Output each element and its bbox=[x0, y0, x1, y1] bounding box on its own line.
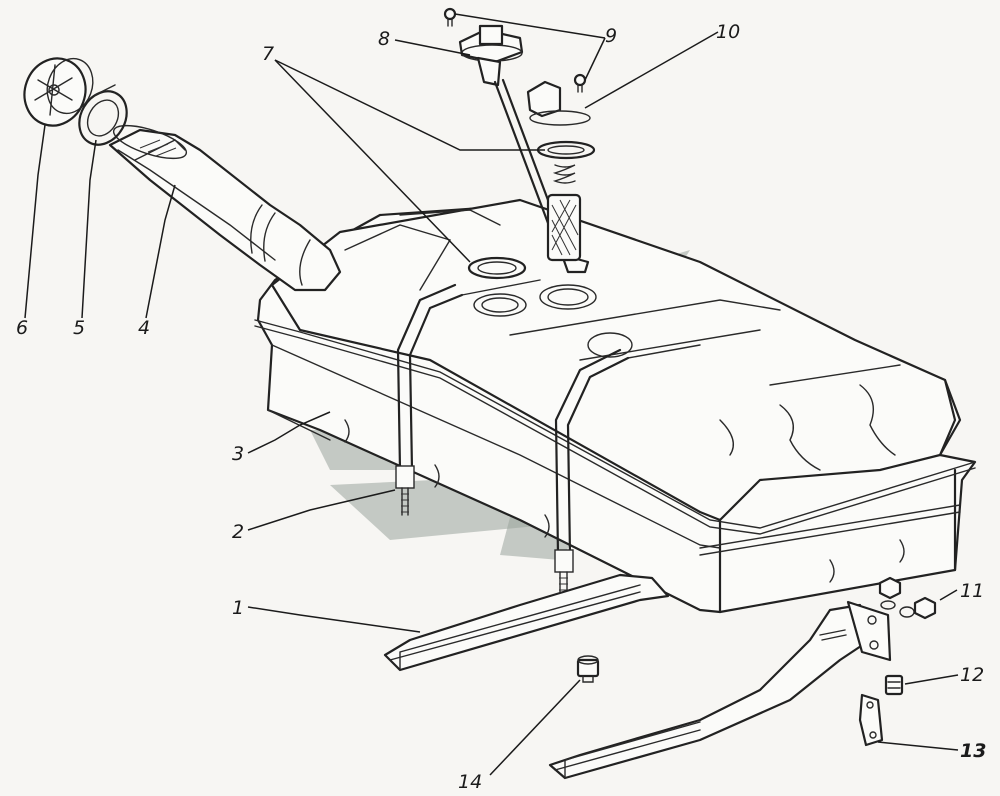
tank-strap bbox=[395, 279, 701, 573]
support-beam-right bbox=[548, 600, 892, 780]
fuel-tank bbox=[254, 198, 977, 614]
callout-11: 11 bbox=[960, 580, 984, 602]
callout-5: 5 bbox=[73, 317, 85, 339]
callout-1: 1 bbox=[232, 597, 244, 619]
retaining-clip bbox=[858, 693, 884, 747]
callout-10: 10 bbox=[716, 21, 740, 43]
callout-6: 6 bbox=[16, 317, 28, 339]
leader-lines bbox=[24, 13, 959, 776]
filler-gasket bbox=[78, 84, 128, 146]
sealing-gasket bbox=[467, 256, 527, 280]
filler-neck bbox=[108, 124, 342, 292]
nut-and-washer-set bbox=[878, 576, 937, 620]
callout-7: 7 bbox=[262, 43, 274, 65]
fuel-cap bbox=[23, 57, 94, 127]
callout-8: 8 bbox=[378, 28, 390, 50]
callout-14: 14 bbox=[458, 771, 482, 793]
callout-9: 9 bbox=[605, 25, 617, 47]
mounting-bolt bbox=[884, 674, 904, 696]
support-beam-left bbox=[383, 573, 670, 672]
sender-screws bbox=[443, 7, 587, 93]
callout-4: 4 bbox=[138, 317, 150, 339]
drain-plug bbox=[576, 655, 600, 683]
fuel-pickup-filter bbox=[526, 80, 596, 262]
callout-2: 2 bbox=[232, 521, 244, 543]
callout-3: 3 bbox=[232, 443, 244, 465]
callout-labels: 1 2 3 4 5 6 7 8 9 10 11 12 13 14 bbox=[16, 21, 986, 793]
callout-13: 13 bbox=[960, 740, 986, 762]
callout-12: 12 bbox=[960, 664, 984, 686]
